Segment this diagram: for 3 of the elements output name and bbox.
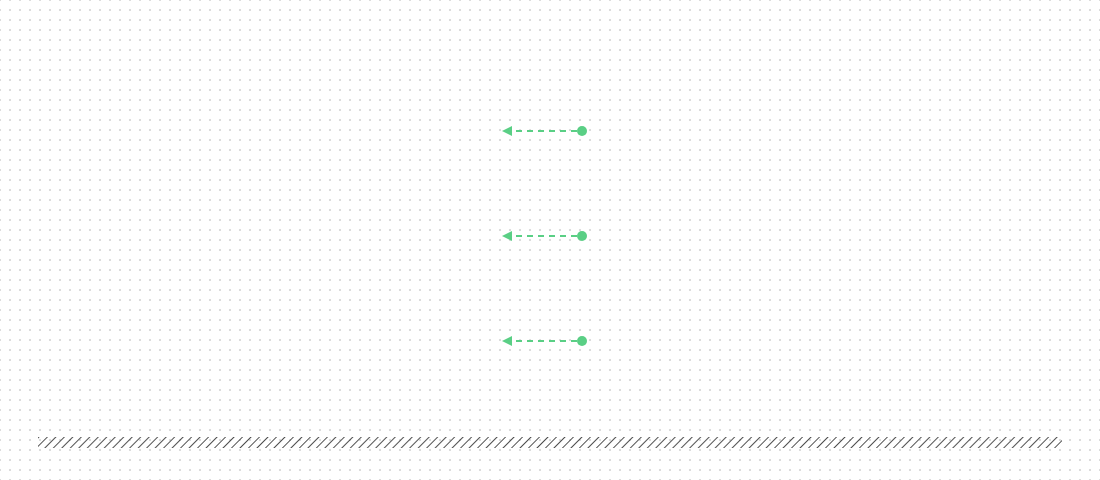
dashed-arrow bbox=[502, 126, 578, 136]
dashed-arrow bbox=[502, 231, 578, 241]
dashed-arrow bbox=[502, 336, 578, 346]
